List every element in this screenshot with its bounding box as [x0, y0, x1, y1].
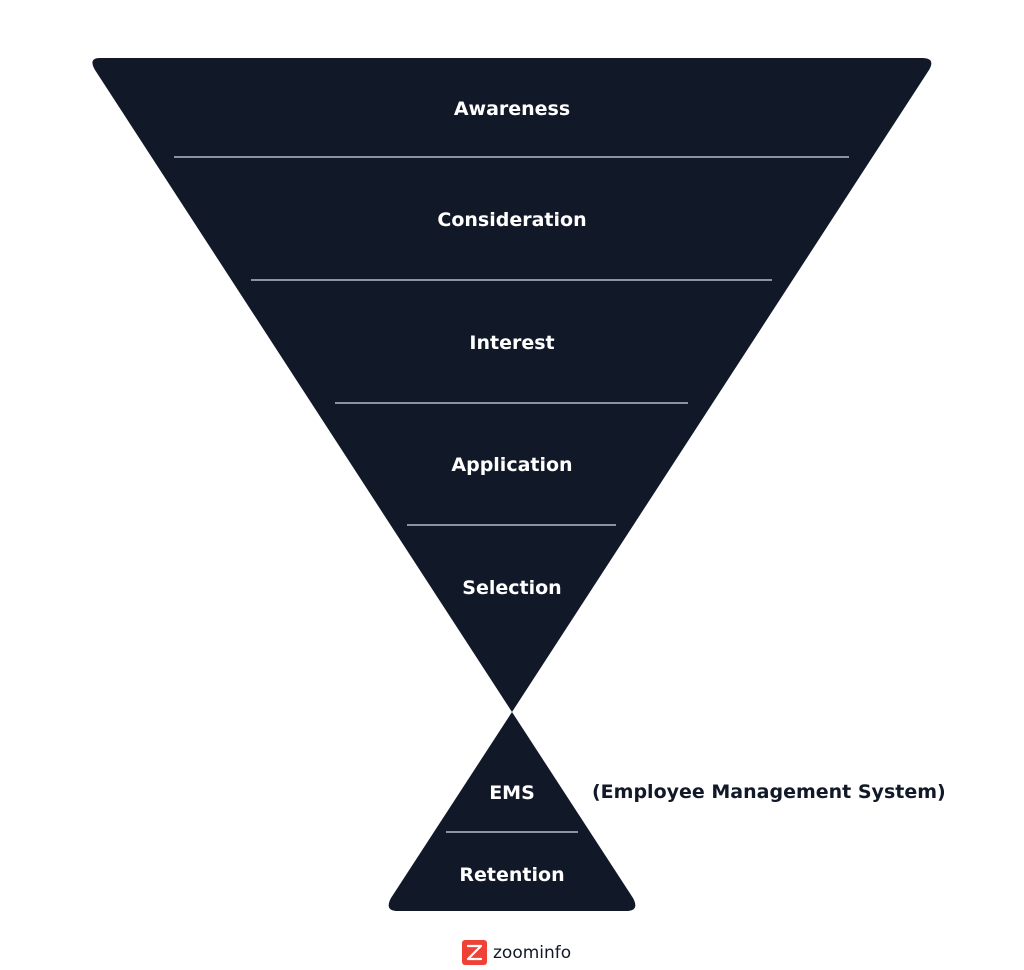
- stage-label-awareness: Awareness: [454, 98, 570, 120]
- stage-label-retention: Retention: [459, 864, 564, 886]
- stage-label-ems: EMS: [489, 782, 535, 804]
- retention-triangle-shape: [388, 712, 636, 911]
- stage-label-selection: Selection: [462, 577, 561, 599]
- stage-label-consideration: Consideration: [437, 209, 586, 231]
- stage-label-application: Application: [451, 454, 572, 476]
- z-glyph-icon: [466, 944, 483, 961]
- zoominfo-logo-text: zoominfo: [493, 943, 571, 963]
- zoominfo-logo: zoominfo: [462, 940, 571, 965]
- stage-label-interest: Interest: [469, 332, 554, 354]
- ems-expansion-note: (Employee Management System): [592, 781, 946, 803]
- funnel-shape: [92, 58, 932, 712]
